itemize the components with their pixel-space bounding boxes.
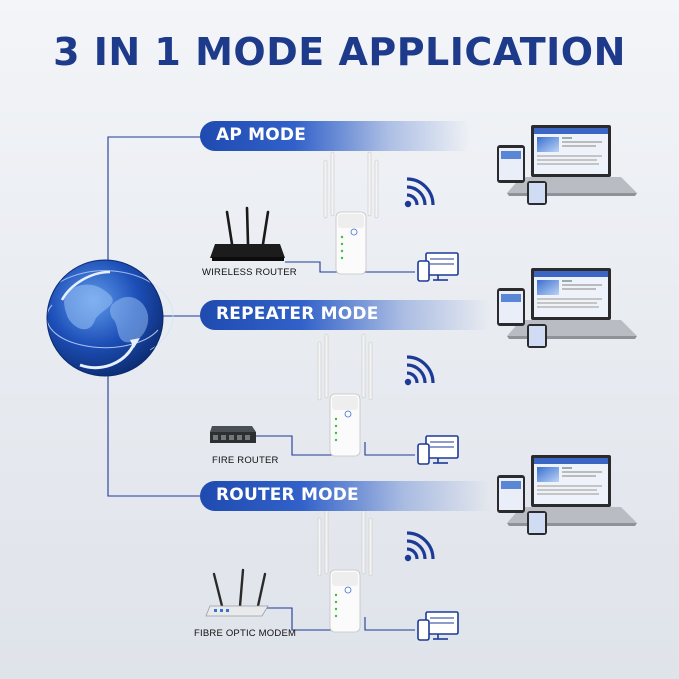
- page-title: 3 IN 1 MODE APPLICATION: [53, 30, 626, 74]
- repeater-icon: [323, 151, 379, 275]
- wifi-icon: [403, 355, 435, 387]
- router-icon: [210, 206, 285, 261]
- repeater-icon: [317, 509, 373, 633]
- device-label-wireless-router: WIRELESS ROUTER: [202, 267, 297, 278]
- laptop-tablet-phone-icon: [497, 125, 637, 205]
- modem-icon: [205, 568, 269, 617]
- device-label-fibre-optic-modem: FIBRE OPTIC MODEM: [194, 628, 297, 639]
- mode-banner-ap: AP MODE: [200, 121, 470, 151]
- desktop-phone-icon: [417, 252, 459, 282]
- connection-lines: [107, 136, 415, 631]
- wifi-icon: [403, 531, 435, 563]
- mode-label-router: ROUTER MODE: [216, 485, 359, 505]
- laptop-tablet-phone-icon: [497, 268, 637, 348]
- globe-icon: [46, 259, 174, 377]
- mode-banner-repeater: REPEATER MODE: [200, 300, 490, 330]
- wifi-icon: [403, 177, 435, 209]
- laptop-tablet-phone-icon: [497, 455, 637, 535]
- switch-icon: [210, 426, 256, 443]
- mode-banner-router: ROUTER MODE: [200, 481, 490, 511]
- mode-label-repeater: REPEATER MODE: [216, 304, 379, 324]
- desktop-phone-icon: [417, 611, 459, 641]
- mode-label-ap: AP MODE: [216, 125, 307, 145]
- desktop-phone-icon: [417, 435, 459, 465]
- repeater-icon: [317, 333, 373, 457]
- device-label-fire-router: FIRE ROUTER: [212, 455, 279, 466]
